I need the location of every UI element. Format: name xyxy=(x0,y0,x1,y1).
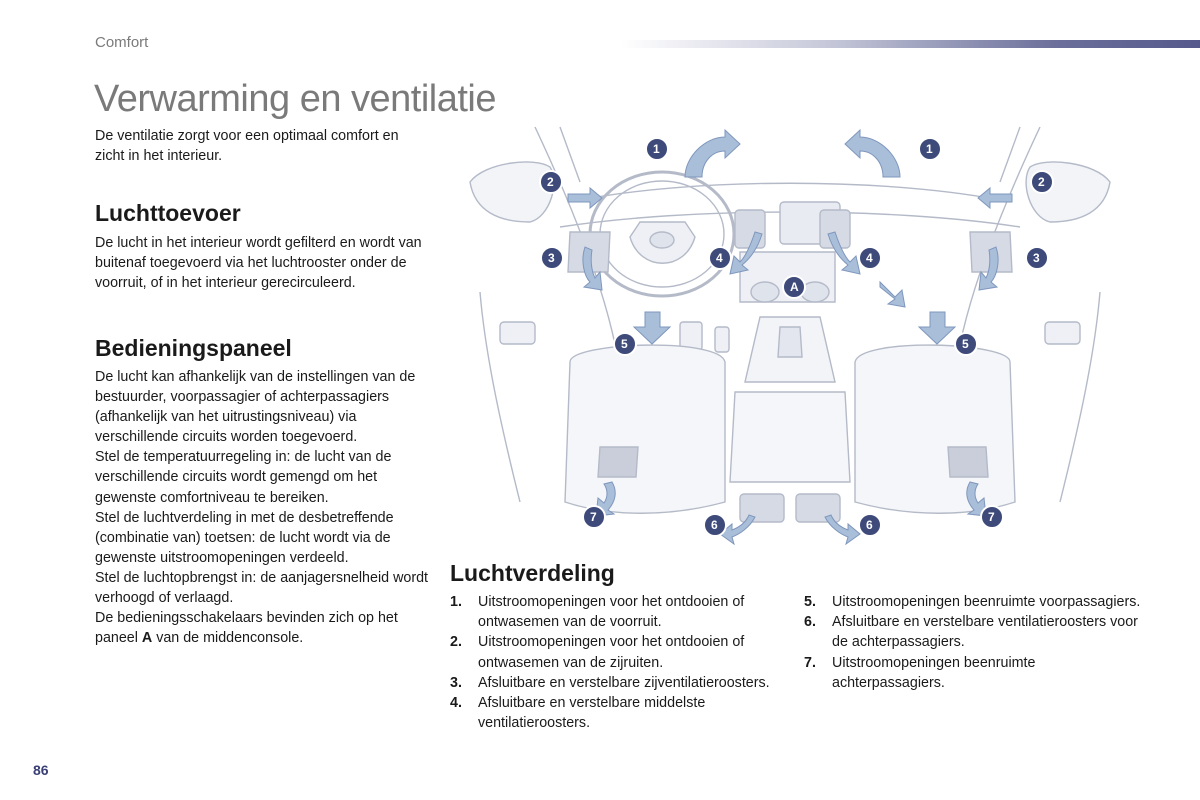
callout-7-right: 7 xyxy=(980,505,1004,529)
list-item: 2. Uitstroomopeningen voor het ontdooien … xyxy=(450,632,780,672)
svg-text:7: 7 xyxy=(988,510,995,524)
callout-3-right: 3 xyxy=(1025,246,1049,270)
svg-text:6: 6 xyxy=(866,518,873,532)
luchtverdeling-list-left: 1. Uitstroomopeningen voor het ontdooien … xyxy=(450,592,780,733)
item-number: 7. xyxy=(804,654,816,671)
bedieningspaneel-p3: Stel de luchtverdeling in met de desbetr… xyxy=(95,509,394,566)
list-item: 4. Afsluitbare en verstelbare middelste v… xyxy=(450,693,780,733)
list-item: 7. Uitstroomopeningen beenruimte achterpa… xyxy=(804,653,1144,693)
svg-text:6: 6 xyxy=(711,518,718,532)
item-text: Uitstroomopeningen voor het ontdooien of… xyxy=(478,634,745,671)
item-number: 6. xyxy=(804,614,816,631)
bedieningspaneel-p5: De bedieningsschakelaars bevinden zich o… xyxy=(95,608,430,648)
svg-text:1: 1 xyxy=(926,142,933,156)
callout-4-right: 4 xyxy=(858,246,882,270)
callout-1-right: 1 xyxy=(918,137,942,161)
list-item: 6. Afsluitbare en verstelbare ventilatier… xyxy=(804,612,1144,652)
svg-text:A: A xyxy=(790,280,799,294)
item-text: Uitstroomopeningen beenruimte voorpassag… xyxy=(832,594,1141,610)
item-number: 4. xyxy=(450,695,462,712)
p5-after: van de middenconsole. xyxy=(152,630,304,647)
svg-text:5: 5 xyxy=(962,337,969,351)
callout-5-left: 5 xyxy=(613,332,637,356)
svg-text:2: 2 xyxy=(547,175,554,189)
item-text: Afsluitbare en verstelbare ventilatieroo… xyxy=(832,614,1138,651)
callout-5-right: 5 xyxy=(954,332,978,356)
svg-text:5: 5 xyxy=(621,337,628,351)
bedieningspaneel-p1: De lucht kan afhankelijk van de instelli… xyxy=(95,369,416,446)
luchtverdeling-list-right: 5. Uitstroomopeningen beenruimte voorpass… xyxy=(804,592,1144,693)
page-number: 86 xyxy=(33,762,49,778)
callout-2-right: 2 xyxy=(1030,170,1054,194)
item-number: 2. xyxy=(450,634,462,651)
header-gradient-bar xyxy=(620,40,1200,48)
svg-text:3: 3 xyxy=(1033,251,1040,265)
bedieningspaneel-text: De lucht kan afhankelijk van de instelli… xyxy=(95,367,430,648)
bedieningspaneel-p2: Stel de temperatuurregeling in: de lucht… xyxy=(95,449,392,506)
car-interior-diagram: 1 1 2 2 3 3 4 4 5 5 6 6 7 7 A xyxy=(469,126,1111,546)
intro-text: De ventilatie zorgt voor een optimaal co… xyxy=(95,128,399,164)
left-door xyxy=(479,291,521,503)
list-item: 5. Uitstroomopeningen beenruimte voorpass… xyxy=(804,592,1144,612)
airflow-arrows xyxy=(567,128,1013,546)
svg-text:2: 2 xyxy=(1038,175,1045,189)
bedieningspaneel-p4: Stel de luchtopbrengst in: de aanjagersn… xyxy=(95,569,429,607)
svg-text:1: 1 xyxy=(653,142,660,156)
item-text: Uitstroomopeningen voor het ontdooien of… xyxy=(478,594,745,631)
callout-3-left: 3 xyxy=(540,246,564,270)
center-armrest xyxy=(729,391,851,483)
list-item: 3. Afsluitbare en verstelbare zijventilat… xyxy=(450,673,780,693)
rear-outlet-right xyxy=(947,446,989,478)
svg-text:3: 3 xyxy=(548,251,555,265)
p5-before: De bedieningsschakelaars bevinden zich o… xyxy=(95,610,398,647)
callout-4-left: 4 xyxy=(708,246,732,270)
item-number: 5. xyxy=(804,594,816,610)
list-item: 1. Uitstroomopeningen voor het ontdooien … xyxy=(450,592,780,632)
front-right-seat xyxy=(854,344,1016,514)
callout-6-right: 6 xyxy=(858,513,882,537)
heading-luchttoevoer: Luchttoevoer xyxy=(95,200,241,226)
callout-1-left: 1 xyxy=(645,137,669,161)
item-number: 3. xyxy=(450,674,462,691)
page-title: Verwarming en ventilatie xyxy=(94,78,497,120)
item-number: 1. xyxy=(450,594,462,610)
front-left-seat xyxy=(564,344,726,514)
svg-text:7: 7 xyxy=(590,510,597,524)
callout-2-left: 2 xyxy=(539,170,563,194)
item-text: Afsluitbare en verstelbare zijventilatie… xyxy=(478,674,770,691)
p5-bold: A xyxy=(141,630,153,647)
rear-outlet-left xyxy=(597,446,639,478)
svg-text:4: 4 xyxy=(716,251,723,265)
heading-luchtverdeling: Luchtverdeling xyxy=(450,560,615,586)
rear-vents-6 xyxy=(739,493,841,523)
item-text: Uitstroomopeningen beenruimte achterpass… xyxy=(832,654,1036,691)
item-text: Afsluitbare en verstelbare middelste ven… xyxy=(478,695,706,732)
callout-6-left: 6 xyxy=(703,513,727,537)
luchttoevoer-text: De lucht in het interieur wordt gefilter… xyxy=(95,235,422,291)
callout-7-left: 7 xyxy=(582,505,606,529)
section-label: Comfort xyxy=(95,34,149,51)
callout-A: A xyxy=(782,275,806,299)
left-mirror xyxy=(469,161,555,223)
heading-bedieningspaneel: Bedieningspaneel xyxy=(95,335,292,361)
svg-text:4: 4 xyxy=(866,251,873,265)
